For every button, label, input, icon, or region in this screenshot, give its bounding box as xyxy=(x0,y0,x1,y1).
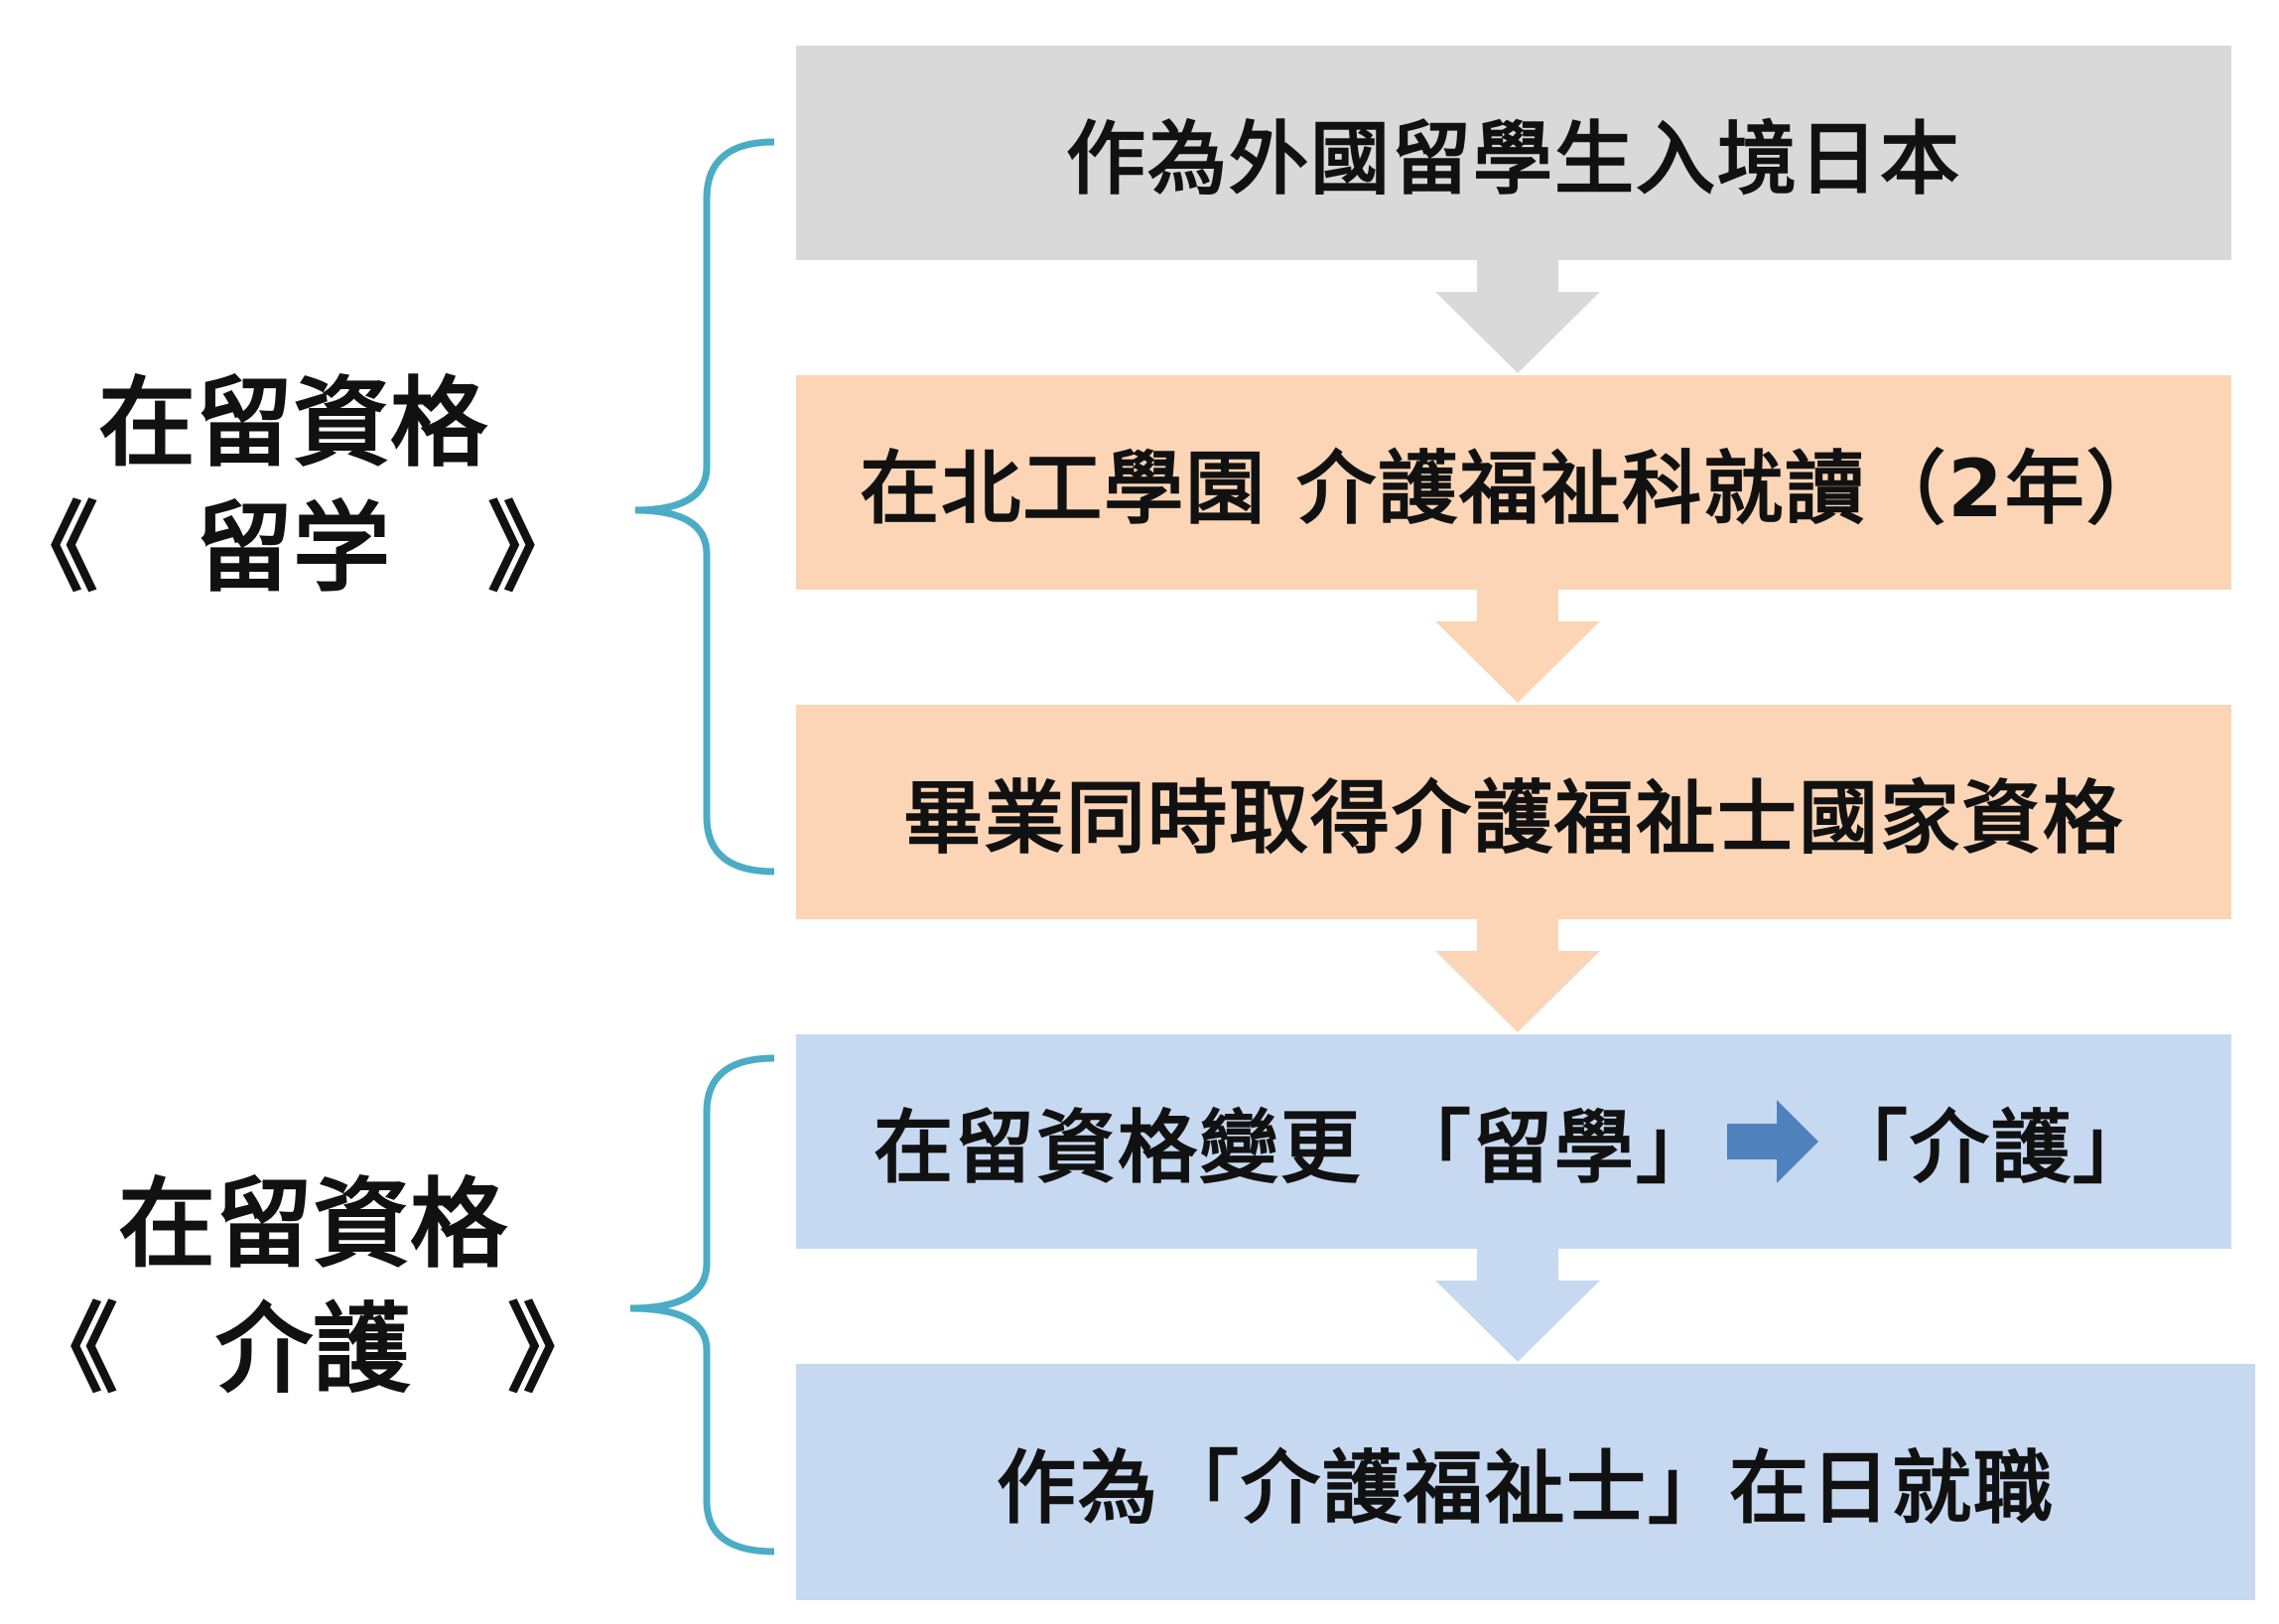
step-graduate-qualification: 畢業同時取得介護福祉士國家資格 xyxy=(796,705,2231,919)
step-enter-japan-text: 作為外國留學生入境日本 xyxy=(1066,113,1961,205)
group-label-care-subtitle: 《 介護 》 xyxy=(20,1293,604,1407)
group-label-study-subtitle: 《 留学 》 xyxy=(0,492,585,606)
step-status-change-text-after: 「介護」 xyxy=(1827,1102,2154,1194)
step-employment-text: 作為「介護福祉士」在日就職 xyxy=(997,1442,2055,1535)
bracket-study xyxy=(634,138,775,876)
connector-arrow-2 xyxy=(1435,590,1600,703)
connector-arrow-1 xyxy=(1435,260,1600,373)
group-label-care: 在留資格 《 介護 》 xyxy=(20,1176,605,1399)
connector-arrow-4 xyxy=(1435,1249,1600,1362)
step-graduate-qualification-text: 畢業同時取得介護福祉士國家資格 xyxy=(903,772,2124,865)
bracket-care xyxy=(629,1054,775,1556)
right-arrow-icon xyxy=(1726,1100,1818,1183)
step-enter-japan: 作為外國留學生入境日本 xyxy=(796,46,2231,260)
step-status-change-text-before: 在留資格變更 「留學」 xyxy=(873,1102,1717,1194)
step-employment: 作為「介護福祉士」在日就職 xyxy=(796,1364,2255,1600)
group-label-study-title: 在留資格 xyxy=(97,367,487,480)
group-label-study: 在留資格 《 留学 》 xyxy=(0,375,586,598)
connector-arrow-3 xyxy=(1435,919,1600,1032)
step-study-care-welfare-text: 在北工學園 介護福祉科就讀（2年） xyxy=(860,443,2168,535)
step-status-change: 在留資格變更 「留學」 「介護」 xyxy=(796,1034,2231,1249)
step-study-care-welfare: 在北工學園 介護福祉科就讀（2年） xyxy=(796,375,2231,590)
group-label-care-title: 在留資格 xyxy=(117,1168,507,1282)
